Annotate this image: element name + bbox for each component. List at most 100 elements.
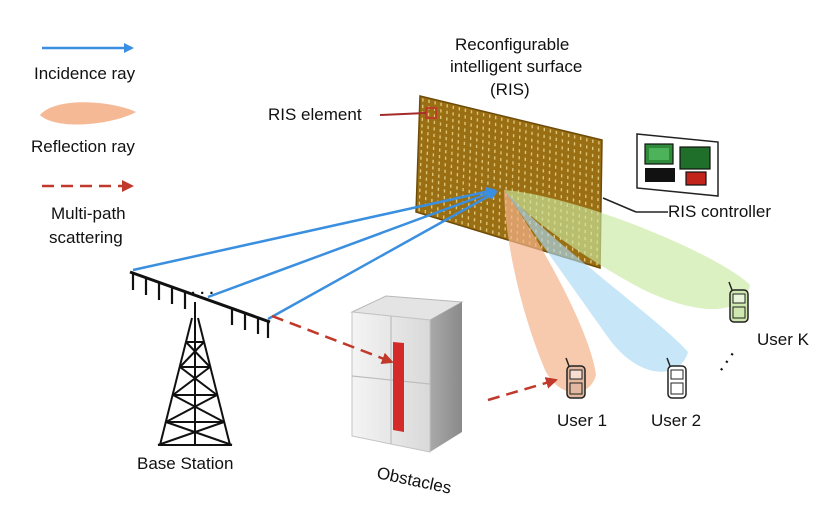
ris-element-dot xyxy=(469,150,471,154)
ris-element-dot xyxy=(440,115,442,119)
ris-element-dot xyxy=(456,173,459,177)
ris-element-dot xyxy=(424,210,426,214)
ris-element-dot xyxy=(597,176,599,180)
reflection-beam-userk xyxy=(504,190,750,310)
ris-element-dot xyxy=(481,153,484,157)
ris-element-dot xyxy=(586,145,588,149)
ris-element-dot xyxy=(492,196,495,200)
ris-element-dot xyxy=(598,148,600,152)
ris-element-dot xyxy=(498,232,500,236)
ris-element-dot xyxy=(443,202,445,206)
ris-element-dot xyxy=(461,221,463,225)
ris-element-dot xyxy=(487,181,489,185)
ris-element-dot xyxy=(537,140,539,144)
ris-element-dot xyxy=(573,163,575,167)
ris-element-dot xyxy=(444,169,446,173)
ris-element-dot xyxy=(443,189,446,193)
ris-element-dot xyxy=(487,174,489,179)
ris-element-dot xyxy=(480,186,483,190)
ris-element-dot xyxy=(450,178,452,182)
ris-element-dot xyxy=(591,175,593,179)
ris-element-dot xyxy=(524,150,527,154)
ris-element-dot xyxy=(529,214,531,218)
ris-element-dot xyxy=(426,151,428,155)
ris-element-dot xyxy=(476,138,478,142)
ris-element-dot xyxy=(451,151,453,155)
ris-element-dot xyxy=(427,125,429,129)
ris-element-dot xyxy=(488,134,490,138)
ris-element-dot xyxy=(492,203,495,207)
ris-element-dot xyxy=(512,161,514,165)
ris-element-dot xyxy=(531,125,533,129)
ris-element-dot xyxy=(518,169,520,173)
ris-element-dot xyxy=(499,198,501,202)
ris-element-dot xyxy=(451,145,453,149)
ris-element-dot xyxy=(482,133,484,137)
ris-element-dot xyxy=(425,184,427,188)
ris-element-dot xyxy=(585,173,587,177)
ris-element-dot xyxy=(512,140,515,145)
ris-element-dot xyxy=(584,258,586,262)
ris-element-dot xyxy=(463,141,466,145)
ris-element-dot xyxy=(431,192,433,196)
ris-element-dot xyxy=(486,221,488,225)
ris-element-dot xyxy=(492,216,494,221)
ris-element-dot xyxy=(592,146,594,150)
ris-element-dot xyxy=(458,120,460,124)
ris-element-dot xyxy=(493,163,496,167)
ris-element-dot xyxy=(480,220,482,224)
ris-element-dot xyxy=(554,179,557,183)
ris-element-dot xyxy=(467,216,470,220)
ris-element-dot xyxy=(597,205,599,209)
ris-element-dot xyxy=(519,122,521,126)
user2-label: User 2 xyxy=(651,411,701,430)
ris-element-dot xyxy=(555,158,557,162)
ris-element-dot xyxy=(462,174,465,178)
ris-element-dot xyxy=(468,176,471,180)
ris-element-dot xyxy=(438,168,440,172)
ris-element-dot xyxy=(458,127,460,131)
ris-element-dot xyxy=(468,189,470,193)
ris-element-dot xyxy=(561,160,563,164)
ris-element-dot xyxy=(511,181,514,185)
ris-element-dot xyxy=(511,174,514,178)
ris-element-dot xyxy=(468,183,471,187)
ris-element-dot xyxy=(536,174,538,178)
ris-element-dot xyxy=(433,140,435,144)
ris-controller: RIS controller xyxy=(602,133,771,221)
ris-element-dot xyxy=(421,130,423,134)
ris-element-dot xyxy=(499,178,501,182)
ris-element-dot xyxy=(458,113,460,117)
ris-element-dot xyxy=(433,114,436,118)
ris-element-dot xyxy=(444,176,446,180)
ris-element-dot xyxy=(513,127,515,131)
ris-element-dot xyxy=(591,182,593,186)
antenna-dots: · · · xyxy=(191,285,214,302)
ris-element-dot xyxy=(560,195,562,199)
ris-element-dot xyxy=(548,164,551,168)
ris-element-dot xyxy=(452,125,454,129)
ris-element-dot xyxy=(481,179,483,184)
ris-element-dot xyxy=(549,129,552,133)
antenna-elements xyxy=(131,273,270,338)
ris-element-dot xyxy=(425,190,427,194)
ris-element-dot xyxy=(451,132,454,136)
incidence-ray-3 xyxy=(267,190,498,321)
ris-element-dot xyxy=(420,143,423,147)
multipath-to-obstacle xyxy=(271,314,394,365)
ris-element-dot xyxy=(565,245,568,249)
ris-element-dot xyxy=(456,166,459,170)
multipath-legend-label-line2: scattering xyxy=(49,228,123,247)
ris-element-dot xyxy=(525,130,527,134)
ris-element-dot xyxy=(541,245,543,249)
ris-element-dot xyxy=(579,186,581,190)
ris-element-dot xyxy=(512,168,514,172)
ris-element-dot xyxy=(554,172,557,176)
ris-element-dot xyxy=(446,117,448,121)
ris-element-dot xyxy=(446,104,448,108)
ris-element-dot xyxy=(494,129,497,133)
ris-element-dot xyxy=(580,136,582,140)
ris-element-dot xyxy=(566,189,569,193)
user1-label: User 1 xyxy=(557,411,607,430)
ris-element-dot xyxy=(440,109,442,113)
